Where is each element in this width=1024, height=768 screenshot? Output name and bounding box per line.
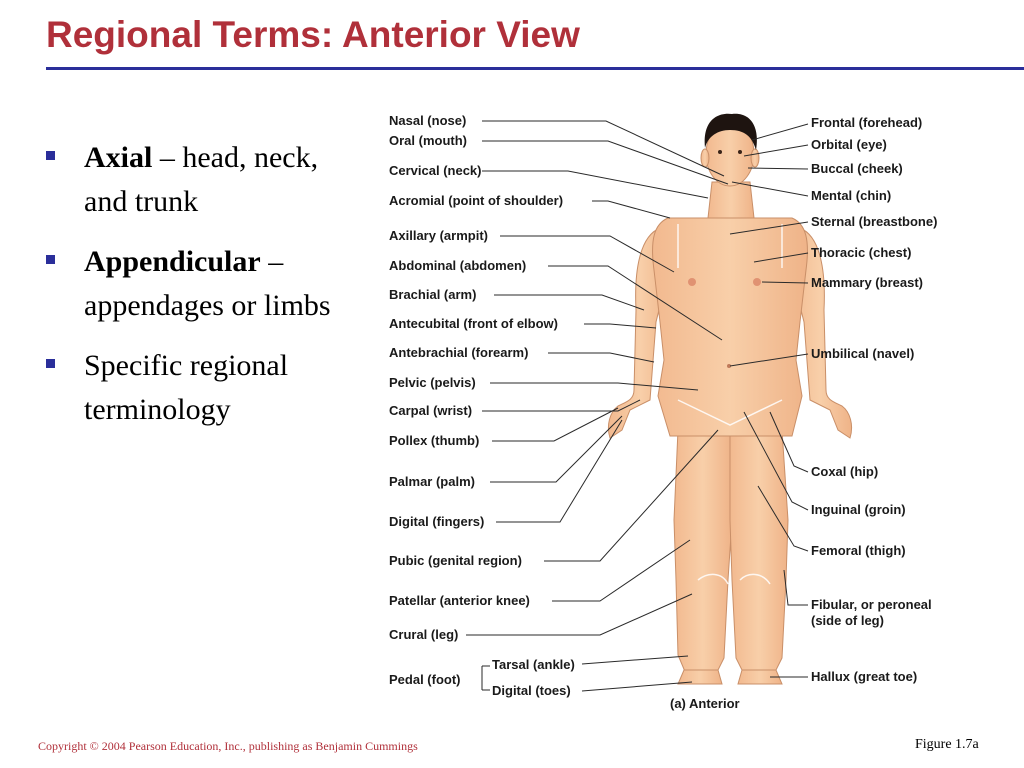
label-fibular: Fibular, or peroneal (811, 597, 932, 612)
label-digital-toes: Digital (toes) (492, 683, 571, 698)
human-body-silhouette (607, 121, 853, 685)
title-underline (46, 67, 1024, 70)
label-oral: Oral (mouth) (389, 133, 467, 148)
label-tarsal: Tarsal (ankle) (492, 657, 575, 672)
hair (704, 113, 757, 150)
label-abdominal: Abdominal (abdomen) (389, 258, 527, 273)
label-inguinal: Inguinal (groin) (811, 502, 906, 517)
label-axillary: Axillary (armpit) (389, 228, 488, 243)
bullet-text: Specific regional terminology (84, 349, 289, 426)
label-digital-fingers: Digital (fingers) (389, 514, 485, 529)
label-brachial: Brachial (arm) (389, 287, 477, 302)
bullet-item-axial: Axial – head, neck, and trunk (44, 136, 344, 224)
label-patellar: Patellar (anterior knee) (389, 593, 530, 608)
label-frontal: Frontal (forehead) (811, 115, 923, 130)
slide-title: Regional Terms: Anterior View (46, 14, 580, 55)
bullet-term: Appendicular (84, 245, 261, 278)
label-pubic: Pubic (genital region) (389, 553, 522, 568)
bullet-square-icon (46, 359, 55, 368)
label-acromial: Acromial (point of shoulder) (389, 193, 564, 208)
label-antebrachial: Antebrachial (forearm) (389, 345, 529, 360)
bullet-text: – head, neck, and trunk (84, 141, 319, 218)
bullet-item-specific: Specific regional terminology (44, 344, 344, 432)
bullet-square-icon (46, 151, 55, 160)
label-pedal: Pedal (foot) (389, 672, 461, 687)
label-side-of-leg: (side of leg) (811, 613, 884, 628)
label-femoral: Femoral (thigh) (811, 543, 906, 558)
bullet-term: Axial (84, 141, 153, 174)
label-buccal: Buccal (cheek) (811, 161, 903, 176)
bullet-text: – appendages or limbs (84, 245, 331, 322)
face-features (718, 150, 742, 154)
body-details (677, 224, 783, 585)
label-hallux: Hallux (great toe) (811, 669, 918, 684)
label-pollex: Pollex (thumb) (389, 433, 480, 448)
label-antecubital: Antecubital (front of elbow) (389, 316, 558, 331)
label-cervical: Cervical (neck) (389, 163, 482, 178)
label-palmar: Palmar (palm) (389, 474, 475, 489)
label-orbital: Orbital (eye) (811, 137, 887, 152)
bullet-item-appendicular: Appendicular – appendages or limbs (44, 240, 344, 328)
body-illustration (466, 113, 853, 692)
label-carpal: Carpal (wrist) (389, 403, 473, 418)
label-pelvic: Pelvic (pelvis) (389, 375, 476, 390)
label-crural: Crural (leg) (389, 627, 459, 642)
bullet-list: Axial – head, neck, and trunk Appendicul… (44, 136, 344, 448)
navel (727, 364, 731, 368)
nipples (688, 278, 761, 286)
leader-lines (466, 120, 809, 692)
label-sternal: Sternal (breastbone) (811, 214, 938, 229)
bullet-square-icon (46, 255, 55, 264)
copyright-footer: Copyright © 2004 Pearson Education, Inc.… (38, 739, 418, 753)
anatomy-figure: Nasal (nose) Oral (mouth) Cervical (neck… (378, 100, 1024, 720)
label-umbilical: Umbilical (navel) (811, 346, 915, 361)
label-coxal: Coxal (hip) (811, 464, 879, 479)
figure-caption: (a) Anterior (670, 696, 740, 711)
label-mammary: Mammary (breast) (811, 275, 923, 290)
label-nasal: Nasal (nose) (389, 113, 467, 128)
label-thoracic: Thoracic (chest) (811, 245, 912, 260)
label-mental: Mental (chin) (811, 188, 892, 203)
figure-number: Figure 1.7a (915, 737, 979, 752)
